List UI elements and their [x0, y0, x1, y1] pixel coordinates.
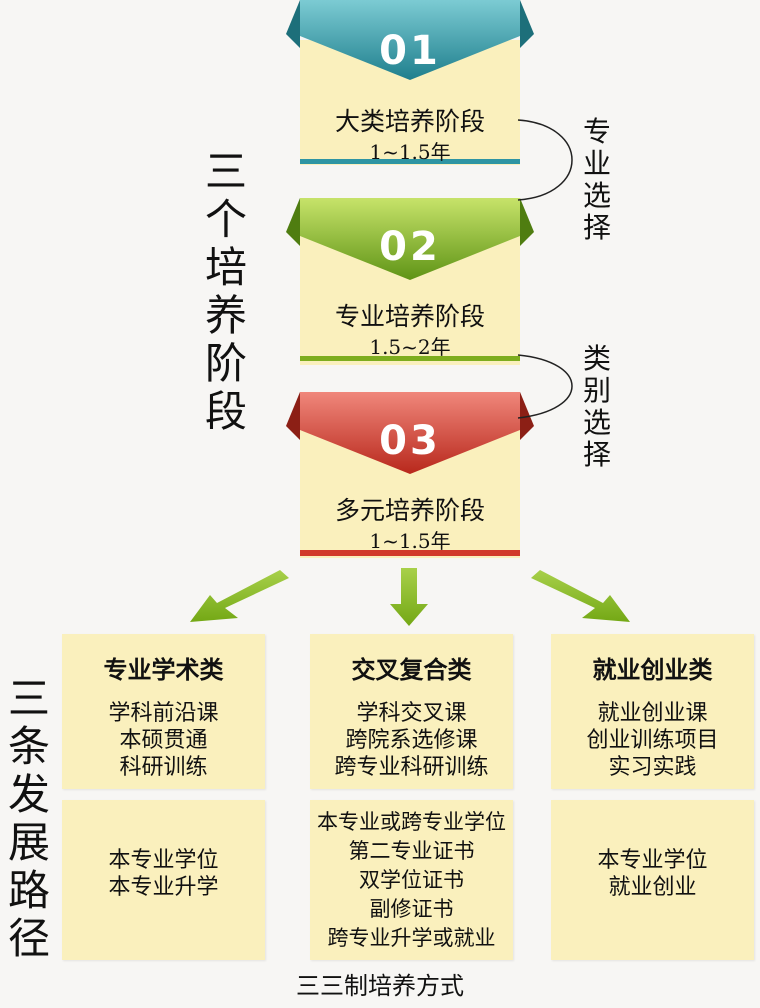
- course-item: 科研训练: [119, 755, 208, 780]
- stage-1-number: 01: [379, 28, 441, 74]
- char: 个: [204, 195, 247, 244]
- arrow-right: [531, 570, 630, 622]
- stage-3-duration: 1~1.5年: [369, 529, 451, 553]
- char: 选: [582, 406, 611, 439]
- figure-caption: 三三制培养方式: [296, 972, 464, 1000]
- char: 条: [7, 722, 50, 771]
- course-item: 学科前沿课: [108, 701, 219, 726]
- path-3-courses: 就业创业课 创业训练项目 实习实践: [551, 700, 754, 781]
- char: 展: [7, 818, 50, 867]
- course-item: 跨院系选修课: [345, 728, 478, 753]
- outcome-item: 就业创业: [608, 875, 697, 900]
- char: 阶: [204, 339, 247, 388]
- char: 专: [582, 115, 611, 148]
- three-paths-label: 三 条 发 展 路 径: [6, 675, 52, 963]
- outcome-item: 本专业学位: [597, 848, 708, 873]
- path-3-title: 就业创业类: [592, 655, 713, 684]
- path-2-title: 交叉复合类: [351, 655, 472, 684]
- path-1-courses: 学科前沿课 本硕贯通 科研训练: [62, 700, 265, 781]
- path-3-outcomes: 本专业学位 就业创业: [551, 847, 754, 901]
- char: 类: [582, 342, 611, 375]
- stage-2-duration: 1.5~2年: [369, 335, 451, 359]
- stage-3-graphic: [286, 392, 534, 558]
- stage-1-duration: 1~1.5年: [369, 140, 451, 164]
- connector-curve-1: [517, 119, 573, 201]
- major-selection-label: 专 业 选 择: [580, 116, 614, 244]
- char: 径: [7, 914, 50, 963]
- stage-3-number: 03: [379, 418, 441, 464]
- arrow-center: [390, 568, 428, 626]
- course-item: 跨专业科研训练: [334, 755, 489, 780]
- path-1-outcomes: 本专业学位 本专业升学: [62, 847, 265, 901]
- stage-3-title: 多元培养阶段: [334, 496, 485, 525]
- stage-2-graphic: [286, 198, 534, 365]
- stage-1-graphic: [286, 0, 534, 165]
- outcome-item: 跨专业升学或就业: [327, 926, 496, 950]
- course-item: 本硕贯通: [119, 728, 208, 753]
- stage-1-title: 大类培养阶段: [334, 107, 485, 136]
- char: 路: [7, 866, 50, 915]
- path-1-courses-box: 专业学术类 学科前沿课 本硕贯通 科研训练: [62, 634, 265, 789]
- outcome-item: 本专业学位: [108, 848, 219, 873]
- path-2-courses-box: 交叉复合类 学科交叉课 跨院系选修课 跨专业科研训练: [310, 634, 513, 789]
- connector-curve-2: [517, 354, 573, 419]
- category-selection-label: 类 别 选 择: [580, 343, 614, 471]
- stage-2-number: 02: [379, 224, 441, 270]
- three-stages-label: 三 个 培 养 阶 段: [203, 148, 249, 436]
- char: 三: [204, 147, 247, 196]
- char: 发: [7, 770, 50, 819]
- outcome-item: 双学位证书: [359, 868, 464, 892]
- char: 三: [7, 674, 50, 723]
- path-2-outcomes-box: 本专业或跨专业学位 第二专业证书 双学位证书 副修证书 跨专业升学或就业: [310, 800, 513, 960]
- char: 择: [582, 438, 611, 471]
- path-1-outcomes-box: 本专业学位 本专业升学: [62, 800, 265, 960]
- outcome-item: 本专业或跨专业学位: [317, 810, 506, 834]
- char: 选: [582, 179, 611, 212]
- path-3-courses-box: 就业创业类 就业创业课 创业训练项目 实习实践: [551, 634, 754, 789]
- course-item: 学科交叉课: [356, 701, 467, 726]
- outcome-item: 本专业升学: [108, 875, 219, 900]
- outcome-item: 第二专业证书: [348, 839, 475, 863]
- outcome-item: 副修证书: [369, 897, 454, 921]
- char: 养: [204, 291, 247, 340]
- char: 择: [582, 211, 611, 244]
- char: 段: [204, 387, 247, 436]
- branch-arrows: [190, 568, 630, 626]
- char: 业: [582, 147, 611, 180]
- path-1-title: 专业学术类: [103, 655, 224, 684]
- char: 培: [204, 243, 247, 292]
- arrow-left: [190, 570, 289, 622]
- char: 别: [582, 374, 611, 407]
- stage-2-title: 专业培养阶段: [334, 302, 485, 331]
- course-item: 实习实践: [608, 755, 697, 780]
- path-3-outcomes-box: 本专业学位 就业创业: [551, 800, 754, 960]
- course-item: 就业创业课: [597, 701, 708, 726]
- path-2-outcomes: 本专业或跨专业学位 第二专业证书 双学位证书 副修证书 跨专业升学或就业: [310, 808, 513, 953]
- course-item: 创业训练项目: [586, 728, 719, 753]
- path-2-courses: 学科交叉课 跨院系选修课 跨专业科研训练: [310, 700, 513, 781]
